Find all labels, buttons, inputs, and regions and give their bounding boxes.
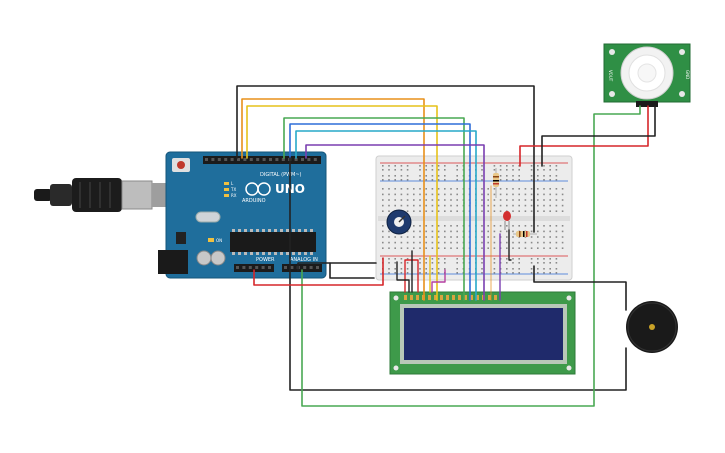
lcd-screen bbox=[404, 308, 563, 360]
resistor-1 bbox=[493, 168, 499, 198]
pir-left-label: VOUT bbox=[608, 70, 613, 82]
led-l-label: L bbox=[231, 181, 234, 186]
digital-header bbox=[203, 156, 321, 164]
digital-label: DIGITAL (PWM~) bbox=[260, 172, 302, 178]
power-label: POWER bbox=[256, 257, 275, 263]
led-on-label: ON bbox=[216, 238, 222, 243]
led-rx-label: RX bbox=[231, 193, 237, 198]
usb-cable bbox=[34, 178, 168, 212]
analog-label: ANALOG IN bbox=[290, 257, 318, 263]
wire-green-top bbox=[283, 117, 465, 204]
arduino-logo-icon bbox=[245, 182, 271, 196]
reset-button[interactable] bbox=[177, 161, 185, 169]
wire-red-pir bbox=[519, 105, 649, 167]
wire-purple bbox=[305, 144, 485, 204]
piezo-buzzer bbox=[626, 301, 678, 353]
crystal-oscillator bbox=[195, 211, 221, 223]
wire-yellow bbox=[246, 105, 438, 191]
led-tx-label: TX bbox=[230, 187, 236, 192]
pir-motion-sensor: VOUT GND bbox=[603, 43, 691, 107]
wire-blue bbox=[289, 123, 471, 204]
resistor-2 bbox=[513, 231, 537, 237]
atmega-chip bbox=[230, 232, 316, 252]
power-header bbox=[234, 264, 274, 272]
wire-green-pir bbox=[301, 105, 641, 407]
pir-right-label: GND bbox=[685, 70, 690, 79]
arduino-uno-board: DIGITAL (PWM~) L TX RX UNO ARDUINO ON bbox=[158, 151, 327, 279]
wire-cyan bbox=[295, 130, 477, 204]
power-jack bbox=[158, 250, 188, 274]
wire-red-power bbox=[253, 257, 384, 286]
red-led bbox=[503, 211, 511, 230]
lcd-16x2-display bbox=[389, 291, 576, 375]
wire-black-top bbox=[236, 85, 535, 233]
potentiometer[interactable] bbox=[386, 209, 412, 235]
wire-black-bottom bbox=[289, 157, 627, 391]
wire-black-pir bbox=[541, 105, 656, 167]
board-brand: ARDUINO bbox=[242, 198, 266, 204]
analog-header bbox=[282, 264, 322, 272]
wires bbox=[236, 85, 656, 407]
